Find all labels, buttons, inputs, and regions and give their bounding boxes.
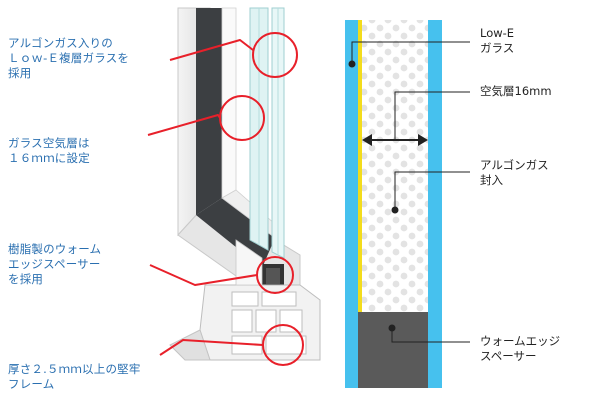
section-leaders (348, 41, 470, 343)
label-warm-edge-spacer: ウォームエッジ スペーサー (480, 334, 561, 363)
callout-line-frame (159, 339, 264, 356)
callout-line-argon (169, 39, 254, 61)
glass-cross-section (345, 20, 442, 388)
callout-air-layer: ガラス空気層は １６ｍｍに設定 (8, 136, 90, 165)
label-argon-fill: アルゴンガス 封入 (480, 158, 549, 187)
callout-circle-argon (252, 32, 298, 78)
label-lowe-glass: Low-E ガラス (480, 26, 515, 55)
label-air-16mm: 空気層16mm (480, 84, 552, 98)
callout-frame: 厚さ２.５ｍｍ以上の堅牢 フレーム (8, 362, 141, 391)
callout-warm-edge: 樹脂製のウォーム エッジスペーサー を採用 (8, 242, 102, 286)
callout-line-air (147, 114, 221, 136)
callout-argon-lowe: アルゴンガス入りの Ｌｏｗ-Ｅ複層ガラスを 採用 (8, 36, 130, 80)
callout-line-spacer (149, 264, 258, 286)
window-frame-corner (169, 7, 321, 361)
callout-markers (147, 32, 304, 366)
